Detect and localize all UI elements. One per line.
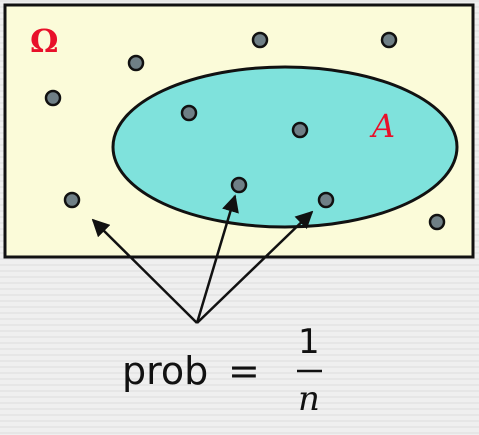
sample-point xyxy=(127,54,145,72)
arrow-to-point xyxy=(196,210,314,324)
sample-point xyxy=(44,89,62,107)
fraction-denominator: n xyxy=(298,379,320,419)
sample-point-in-a xyxy=(230,176,248,194)
probability-formula: prob = 1 n xyxy=(122,322,322,419)
arrow-to-point xyxy=(195,194,239,324)
sample-points xyxy=(44,31,446,231)
sample-space-label: Ω xyxy=(30,22,58,60)
arrow-to-point xyxy=(91,218,198,324)
sample-point-in-a xyxy=(291,121,309,139)
sample-point-in-a xyxy=(180,104,198,122)
sample-point xyxy=(380,31,398,49)
sample-point xyxy=(63,191,81,209)
arrows xyxy=(91,194,314,324)
event-label: A xyxy=(369,107,395,145)
sample-point xyxy=(251,31,269,49)
fraction-numerator: 1 xyxy=(298,322,320,362)
formula-lhs: prob xyxy=(122,349,208,393)
event-a-ellipse xyxy=(111,65,459,229)
sample-point xyxy=(428,213,446,231)
sample-point-in-a xyxy=(317,191,335,209)
formula-equals: = xyxy=(228,349,260,393)
